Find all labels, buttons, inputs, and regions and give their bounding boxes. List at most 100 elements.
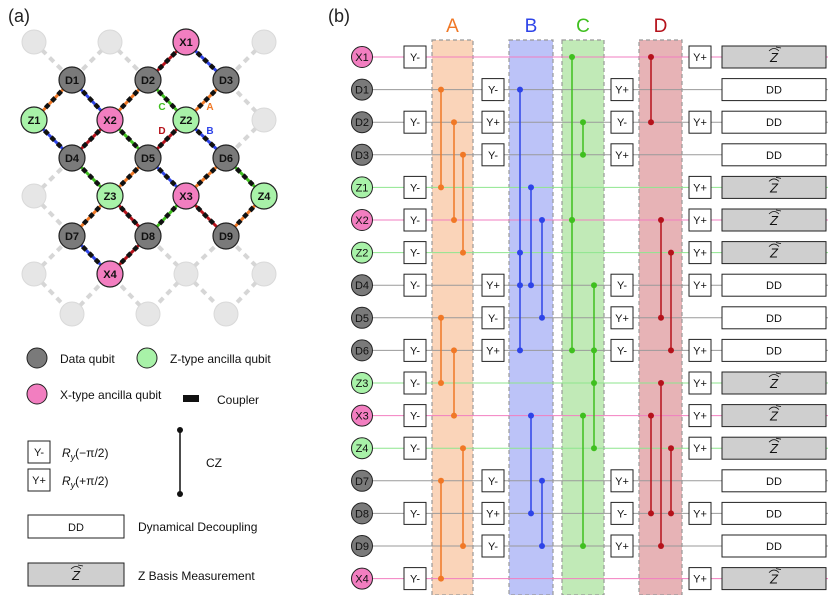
cz-gate-dot bbox=[658, 217, 664, 223]
single-qubit-gate-label: Y- bbox=[410, 182, 420, 194]
single-qubit-gate-label: Y+ bbox=[693, 443, 707, 455]
circuit-qubit-node bbox=[351, 437, 373, 460]
panel-b-label: (b) bbox=[328, 6, 350, 26]
legend-z-ancilla-icon bbox=[136, 347, 158, 369]
lattice-qubit-label: D2 bbox=[141, 75, 155, 87]
single-qubit-gate bbox=[403, 338, 427, 362]
lattice-step-label: B bbox=[206, 126, 213, 137]
dd-box-label: DD bbox=[766, 313, 782, 325]
panel-a-label: (a) bbox=[8, 6, 30, 26]
circuit-qubit-label: Z2 bbox=[356, 248, 369, 260]
cz-gate-dot bbox=[658, 314, 664, 321]
measurement-box bbox=[721, 371, 827, 395]
cz-gate-dot bbox=[517, 86, 523, 93]
lattice-coupler bbox=[81, 167, 101, 187]
measurement-symbol: Z bbox=[769, 213, 779, 228]
measurement-symbol: Z bbox=[769, 441, 779, 456]
measurement-hook-icon bbox=[768, 242, 782, 247]
lattice-coupler bbox=[157, 205, 177, 227]
cz-gate-dot bbox=[539, 314, 545, 321]
single-qubit-gate-label: Y- bbox=[488, 313, 498, 325]
lattice-coupler bbox=[235, 167, 255, 187]
single-qubit-gate bbox=[481, 306, 505, 330]
lattice-ghost-qubit bbox=[59, 301, 85, 327]
cz-gate-dot bbox=[438, 380, 444, 386]
circuit-qubit-label: D1 bbox=[355, 85, 369, 97]
circuit-qubit-node bbox=[351, 176, 373, 199]
cz-gate-dot bbox=[580, 151, 586, 158]
dd-box bbox=[721, 469, 827, 493]
measurement-hook-icon bbox=[768, 437, 782, 443]
circuit-qubit-node bbox=[351, 404, 373, 427]
single-qubit-gate-label: Y- bbox=[617, 117, 627, 129]
single-qubit-gate bbox=[481, 534, 505, 558]
lattice-qubit-label: Z4 bbox=[258, 191, 272, 203]
circuit-qubit-node bbox=[351, 111, 373, 134]
legend-data-qubit-icon bbox=[26, 347, 48, 369]
lattice-qubit bbox=[96, 182, 124, 210]
single-qubit-gate-label: Y+ bbox=[693, 378, 707, 390]
circuit-qubit-label: D5 bbox=[355, 313, 369, 325]
legend-y-plus-box bbox=[27, 468, 51, 492]
single-qubit-gate-label: Y+ bbox=[615, 150, 629, 162]
single-qubit-gate bbox=[481, 78, 505, 102]
single-qubit-gate bbox=[688, 175, 712, 199]
lattice-coupler bbox=[81, 129, 101, 149]
lattice-coupler bbox=[119, 89, 139, 111]
lattice-coupler bbox=[119, 167, 139, 187]
single-qubit-gate bbox=[610, 501, 634, 525]
cz-gate-dot bbox=[528, 282, 534, 289]
dd-box-label: DD bbox=[766, 150, 782, 162]
cz-gate-dot bbox=[451, 412, 457, 419]
cz-gate-dot bbox=[438, 86, 444, 93]
legend-cz-label: CZ bbox=[206, 456, 222, 470]
dd-box bbox=[721, 306, 827, 330]
lattice-coupler bbox=[81, 89, 101, 111]
lattice-coupler bbox=[235, 205, 255, 227]
cz-gate-dot bbox=[668, 445, 674, 452]
cz-gate-dot bbox=[569, 217, 575, 223]
single-qubit-gate-label: Y+ bbox=[486, 280, 500, 292]
lattice-ghost-qubit bbox=[21, 183, 47, 209]
circuit-qubit-label: D4 bbox=[355, 280, 369, 292]
lattice-coupler bbox=[157, 89, 177, 111]
measurement-hook-icon bbox=[768, 209, 782, 215]
cz-gate-dot bbox=[438, 575, 444, 582]
cz-gate-dot bbox=[648, 54, 654, 60]
single-qubit-gate bbox=[610, 273, 634, 297]
lattice-ghost-qubit bbox=[251, 29, 277, 55]
measurement-symbol: Z bbox=[769, 246, 779, 261]
measurement-box bbox=[721, 208, 827, 232]
circuit-qubit-label: D7 bbox=[355, 476, 369, 488]
dd-box bbox=[721, 338, 827, 362]
circuit-qubit-label: X1 bbox=[355, 52, 368, 64]
lattice-coupler bbox=[43, 129, 63, 149]
lattice-qubit bbox=[134, 144, 162, 172]
lattice-qubit-label: X4 bbox=[103, 269, 117, 281]
legend-dd-box-label: DD bbox=[68, 522, 84, 534]
single-qubit-gate-label: Y- bbox=[488, 150, 498, 162]
single-qubit-gate-label: Y- bbox=[410, 345, 420, 357]
single-qubit-gate bbox=[688, 338, 712, 362]
cz-gate-dot bbox=[539, 543, 545, 549]
single-qubit-gate-label: Y- bbox=[410, 443, 420, 455]
single-qubit-gate-label: Y+ bbox=[693, 117, 707, 129]
lattice-step-label: A bbox=[206, 102, 213, 113]
circuit-qubit-label: D3 bbox=[355, 150, 369, 162]
cz-gate-dot bbox=[438, 477, 444, 484]
lattice-qubit-label: Z1 bbox=[28, 115, 41, 127]
lattice-qubit bbox=[212, 222, 240, 250]
single-qubit-gate bbox=[688, 273, 712, 297]
lattice-qubit bbox=[172, 182, 200, 210]
circuit-qubit-label: D9 bbox=[355, 541, 369, 553]
single-qubit-gate bbox=[403, 567, 427, 591]
dd-box-label: DD bbox=[766, 280, 782, 292]
cz-gate-dot bbox=[517, 249, 523, 256]
cz-gate-dot bbox=[569, 54, 575, 60]
circuit-qubit-node bbox=[351, 372, 373, 394]
lattice-coupler bbox=[157, 51, 177, 71]
circuit-qubit-label: X4 bbox=[355, 574, 368, 586]
single-qubit-gate bbox=[403, 436, 427, 460]
lattice-coupler bbox=[81, 205, 101, 227]
cz-gate-dot bbox=[658, 380, 664, 386]
